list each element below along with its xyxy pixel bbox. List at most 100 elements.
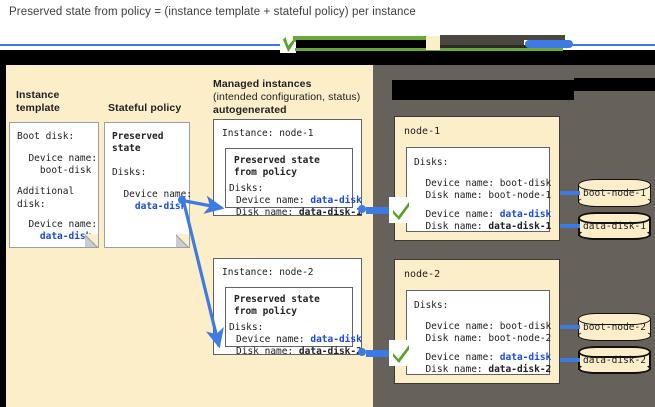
running-node-2-label: node-2 <box>404 269 441 280</box>
running-node-2-data-disk-value: data-disk-2 <box>488 364 552 375</box>
managed-instance-node-1: Instance: node-1 Preserved state from po… <box>213 119 362 218</box>
stateful-policy-disks-label: Disks: <box>112 167 147 178</box>
connector-data-disk-1 <box>560 224 580 228</box>
connector-policy-to-node-1 <box>366 207 394 214</box>
running-node-2-card: node-2 Disks: Device name: boot-disk Dis… <box>394 259 560 384</box>
cylinder-bottom <box>578 330 651 341</box>
node-1-preserved-title-line2: from policy <box>234 167 297 178</box>
banner-dark-bar-3 <box>440 40 524 45</box>
instance-template-card: Boot disk: Device name: boot-disk Additi… <box>9 122 99 248</box>
instance-template-additional-disk-label: Additional disk: <box>17 186 75 210</box>
stateful-policy-title-line2-wrap: state <box>112 143 141 156</box>
managed-instance-node-2-preserved-box: Preserved state from policy Disks: Devic… <box>225 287 362 357</box>
running-node-1-disks-box: Disks: Device name: boot-disk Disk name:… <box>406 147 552 234</box>
running-node-1-label: node-1 <box>404 126 441 137</box>
cylinder-top <box>578 313 651 325</box>
node-2-disk-name-label: Disk name: <box>236 346 299 357</box>
policy-fanout-arrows <box>182 195 225 349</box>
managed-instance-node-2: Instance: node-2 Preserved state from po… <box>213 258 362 357</box>
running-node-1-disks-label: Disks: <box>414 157 449 168</box>
green-check-icon <box>393 201 409 220</box>
managed-instances-heading-line2: (intended configuration, status) <box>213 91 361 103</box>
running-node-2-disks-label: Disks: <box>414 300 449 311</box>
running-node-1-data-disk-row: Disk name: data-disk-1 <box>414 221 551 234</box>
node-2-preserved-title-line2: from policy <box>234 306 297 317</box>
cylinder-top <box>578 179 651 191</box>
running-node-2-boot-device-line: Device name: boot-disk <box>414 321 552 332</box>
stateful-policy-title-line2: state <box>112 143 141 154</box>
page-fold-corner-icon <box>176 234 190 248</box>
running-node-2-disks-box: Disks: Device name: boot-disk Disk name:… <box>406 290 552 375</box>
node-1-disk-name-row: Disk name: data-disk-1 <box>236 207 362 220</box>
running-node-1-boot-disk-line: Disk name: boot-node-1 <box>414 190 552 201</box>
stateful-policy-title-line1: Preserved <box>112 131 164 142</box>
node-1-disk-name-label: Disk name: <box>236 207 299 218</box>
instance-template-boot-disk-label: Boot disk: <box>17 131 75 142</box>
diagram-caption: Preserved state from policy = (instance … <box>9 6 416 18</box>
managed-instance-node-1-label: Instance: node-1 <box>222 128 314 139</box>
node-1-device-name-label: Device name: <box>236 195 311 206</box>
banner-beige-chip <box>426 36 440 50</box>
connector-dot-node-2 <box>358 348 366 356</box>
connector-boot-node-1 <box>560 191 580 195</box>
running-node-2-boot-disk-line: Disk name: boot-node-2 <box>414 333 552 344</box>
disk-cylinder-label: boot-node-1 <box>583 188 646 199</box>
running-node-1-data-disk-value: data-disk-1 <box>488 221 552 232</box>
banner-dark-bar-1 <box>296 40 426 48</box>
running-node-1-data-device-row: Device name: data-disk <box>414 209 551 222</box>
disk-cylinder-label: boot-node-2 <box>583 322 646 333</box>
node-1-disks-label: Disks: <box>229 183 264 194</box>
arrow-policy-to-instance-node-1 <box>184 195 225 214</box>
managed-instance-node-1-preserved-box: Preserved state from policy Disks: Devic… <box>225 148 362 218</box>
connector-data-disk-2 <box>560 358 580 362</box>
disk-cylinder-label: data-disk-1 <box>583 221 646 232</box>
node-1-preserved-title-line1: Preserved state <box>234 155 320 166</box>
stateful-policy-device-label: Device name: <box>112 189 193 200</box>
banner-black-bar-left <box>0 50 655 61</box>
node-2-device-name-label: Device name: <box>236 334 311 345</box>
running-node-2-data-device-value: data-disk <box>499 352 552 363</box>
instance-template-data-device-value: data-disk <box>17 231 92 242</box>
green-check-icon <box>393 344 409 363</box>
running-node-2-data-device-row: Device name: data-disk <box>414 352 551 365</box>
connector-dot-node-1 <box>358 205 366 213</box>
node-2-preserved-title-line1: Preserved state <box>234 294 320 305</box>
running-node-1-data-device-value: data-disk <box>499 209 552 220</box>
instance-template-data-device-label: Device name: <box>17 219 98 230</box>
page-fold-corner-icon <box>85 234 99 248</box>
node-1-disk-name-value: data-disk-1 <box>298 207 362 218</box>
instance-template-heading-line2: template <box>16 102 60 114</box>
right-heading-redaction-bar-3 <box>574 78 655 91</box>
disk-cylinder-boot-node-1: boot-node-1 <box>578 179 651 207</box>
stateful-policy-card: Preserved state Disks: Device name: data… <box>104 122 193 248</box>
disk-cylinder-boot-node-2: boot-node-2 <box>578 313 651 341</box>
running-node-2-data-disk-label: Disk name: <box>414 364 489 375</box>
node-2-device-name-value: data-disk <box>310 334 362 345</box>
running-node-1-data-disk-label: Disk name: <box>414 221 489 232</box>
banner-dark-bar-4 <box>440 45 558 48</box>
connector-boot-node-2 <box>560 325 580 329</box>
node-2-disk-name-value: data-disk-2 <box>298 346 362 357</box>
stateful-policy-device-value: data-disk <box>112 201 187 212</box>
connector-dot-stateful-policy <box>178 196 186 204</box>
node-2-disks-label: Disks: <box>229 322 264 333</box>
connector-policy-to-node-2 <box>366 350 394 357</box>
banner-green-bar-top <box>293 36 426 40</box>
stateful-policy-heading: Stateful policy <box>108 102 181 115</box>
match-check-badge-node-1 <box>389 197 413 223</box>
right-heading-redaction-bar-1 <box>392 80 602 90</box>
cylinder-bottom <box>578 229 651 240</box>
managed-instance-node-2-label: Instance: node-2 <box>222 267 314 278</box>
cylinder-top <box>578 212 651 224</box>
running-node-1-boot-device-line: Device name: boot-disk <box>414 178 552 189</box>
stateful-policy-title: Preserved <box>112 131 163 144</box>
node-2-device-name-row: Device name: data-disk <box>236 334 362 347</box>
node-2-disk-name-row: Disk name: data-disk-2 <box>236 346 362 359</box>
running-node-2-data-device-label: Device name: <box>414 352 500 363</box>
right-heading-redaction-bar-2 <box>392 90 574 100</box>
instance-template-boot-device-value: boot-disk <box>17 165 92 176</box>
banner-blue-rule-left <box>0 44 282 46</box>
managed-instances-heading-line1: Managed instances <box>213 78 312 90</box>
match-check-badge-node-2 <box>389 340 413 366</box>
